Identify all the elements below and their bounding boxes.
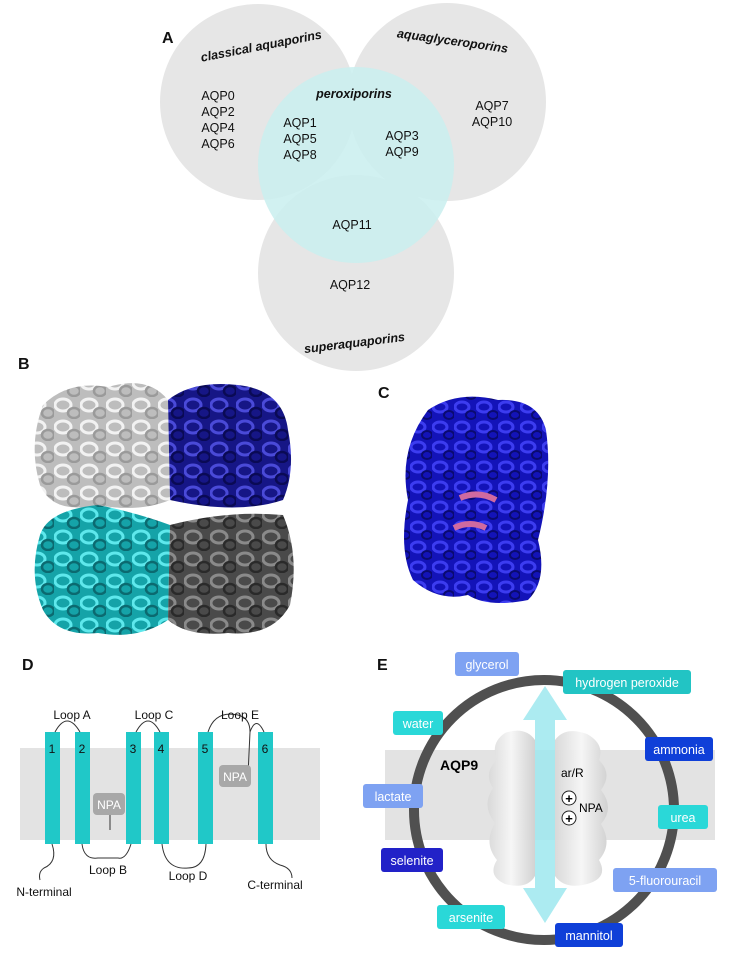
venn-item: AQP11 [332,218,371,232]
substrate-chip-mannitol: mannitol [555,923,623,947]
plus-icon [561,790,577,806]
venn-item: AQP1 [283,116,316,130]
venn-item: AQP9 [385,145,418,159]
loop-e-label: Loop E [221,708,259,722]
substrate-chip-urea: urea [658,805,708,829]
monomer-dark-gray [168,513,294,634]
substrate-chip-lactate: lactate [363,784,423,808]
loop-a-label: Loop A [53,708,90,722]
helix-1 [45,732,60,844]
plus-icon-glyph: + [565,811,573,826]
helix-4-label: 4 [158,742,165,756]
monomer-light-gray [34,383,170,509]
helix-1-label: 1 [49,742,56,756]
panel-label-e: E [377,657,388,674]
panel-label-b: B [18,356,30,373]
n-terminal-tail [39,843,55,881]
helix-6-label: 6 [262,742,269,756]
c-terminal-tail [265,843,293,879]
plus-icon-glyph: + [565,791,573,806]
substrate-chip-hydrogen-peroxide: hydrogen peroxide [563,670,691,694]
aqp9-title: AQP9 [440,757,478,773]
npa-label: NPA [579,801,603,815]
substrate-chip-ammonia: ammonia [645,737,713,761]
svg-text:urea: urea [670,811,695,825]
peroxiporins-label: peroxiporins [315,87,392,101]
svg-text:glycerol: glycerol [465,658,508,672]
substrate-chip-glycerol: glycerol [455,652,519,676]
plus-icon [561,810,577,826]
substrate-chip-water: water [393,711,443,735]
panel-label-d: D [22,657,34,674]
helix-6 [258,732,273,844]
npa-label-lower: NPA [97,798,121,812]
venn-item: AQP6 [201,137,234,151]
npa-highlight-upper [458,491,498,503]
npa-box-upper [219,765,251,787]
svg-text:lactate: lactate [375,790,412,804]
loop-c-label: Loop C [135,708,174,722]
helix-3-label: 3 [130,742,137,756]
helix-3 [126,732,141,844]
monomer-blue [168,384,292,508]
venn-circle-peroxiporins [258,67,454,263]
c-terminal-label: C-terminal [247,878,302,892]
npa-highlight-lower [452,521,488,531]
substrate-chip-5-fluorouracil: 5-fluorouracil [613,868,717,892]
venn-item: AQP2 [201,105,234,119]
helix-2 [75,732,90,844]
venn-item: AQP0 [201,89,234,103]
helix-5-label: 5 [202,742,209,756]
venn-diagram: classical aquaporins aquaglyceroporins p… [160,3,546,371]
loop-e [207,713,265,776]
loop-b [81,843,132,859]
membrane-topology-diagram: 1 2 3 4 5 6 NPA NPA Loop A Loop B Loop C… [16,708,320,899]
substrate-chip-selenite: selenite [381,848,443,872]
n-terminal-label: N-terminal [16,885,71,899]
svg-text:ammonia: ammonia [653,743,704,757]
svg-text:water: water [402,717,434,731]
svg-text:selenite: selenite [390,854,433,868]
ar-r-label: ar/R [561,766,584,780]
monomer-cyan [34,505,170,635]
npa-box-lower [93,793,125,815]
npa-label-upper: NPA [223,770,247,784]
venn-item: AQP10 [472,115,512,129]
aqp9-substrate-diagram: + + AQP9 ar/R NPA glycerol hydrogen pero… [363,652,717,947]
channel-right-half [555,731,608,886]
venn-item: AQP5 [283,132,316,146]
substrate-chip-arsenite: arsenite [437,905,505,929]
monomer-ribbon [404,396,549,604]
helix-2-label: 2 [79,742,86,756]
venn-item: AQP12 [330,278,370,292]
panel-label-c: C [378,385,390,402]
svg-text:hydrogen peroxide: hydrogen peroxide [575,676,679,690]
aqp-tetramer-structure [34,383,294,635]
aqp-monomer-structure [404,396,549,604]
svg-text:5-fluorouracil: 5-fluorouracil [629,874,701,888]
loop-c [135,720,161,733]
membrane-band [20,748,320,840]
venn-item: AQP8 [283,148,316,162]
venn-item: AQP4 [201,121,234,135]
helix-4 [154,732,169,844]
panel-label-a: A [162,30,174,47]
loop-d-label: Loop D [169,869,208,883]
loop-d [161,843,207,869]
venn-item: AQP3 [385,129,418,143]
channel-left-half [487,730,535,886]
svg-text:arsenite: arsenite [449,911,494,925]
loop-a [54,720,81,733]
venn-item: AQP7 [475,99,508,113]
helix-5 [198,732,213,844]
svg-text:mannitol: mannitol [565,929,612,943]
transport-arrow [523,686,567,923]
loop-b-label: Loop B [89,863,127,877]
